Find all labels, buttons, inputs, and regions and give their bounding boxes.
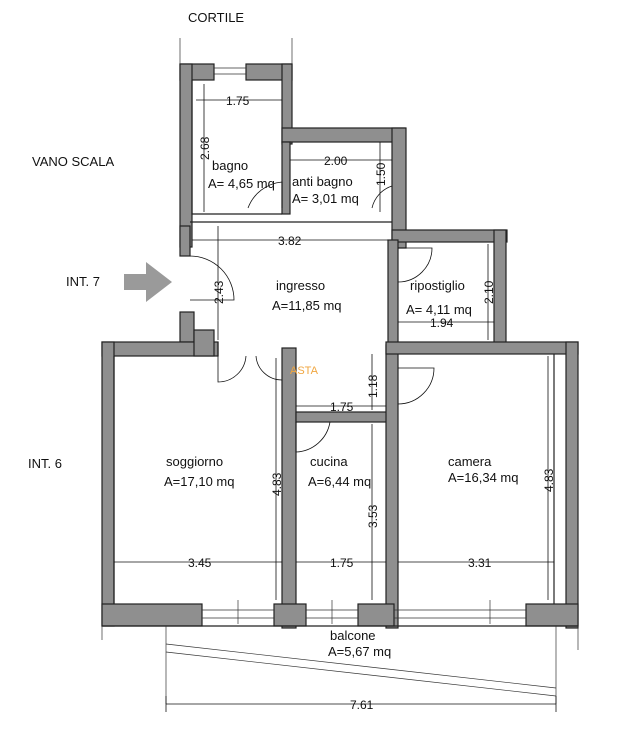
room-cucina-name: cucina — [310, 454, 348, 469]
room-balcone-name: balcone — [330, 628, 376, 643]
label-vano-scala: VANO SCALA — [32, 154, 114, 169]
room-antibagno-area: A= 3,01 mq — [292, 191, 359, 206]
dim-anti-h: 1.50 — [374, 162, 388, 186]
dim-sog-h: 4.83 — [270, 472, 284, 496]
wall-entry-top — [179, 225, 191, 257]
wall-entry-bottom — [179, 311, 195, 343]
dim-cam-h: 4.83 — [542, 468, 556, 492]
balcone-rail — [165, 643, 557, 689]
door-antibagno — [371, 185, 393, 209]
dim-total-w: 7.61 — [350, 698, 374, 712]
dim-corr-h: 1.18 — [366, 374, 380, 398]
room-cucina-area: A=6,44 mq — [308, 474, 371, 489]
room-soggiorno-area: A=17,10 mq — [164, 474, 234, 489]
door-cucina — [295, 421, 331, 453]
dim-cuc-w: 1.75 — [330, 556, 354, 570]
wall-bottom-right — [525, 603, 579, 627]
wall-entry-corner — [193, 329, 215, 357]
wall-sog-cuc-divider — [281, 347, 297, 629]
wall-cuc-cam-divider — [385, 344, 399, 629]
wall-antibagno-top — [281, 127, 406, 143]
room-soggiorno-name: soggiorno — [166, 454, 223, 469]
dim-sog-w: 3.45 — [188, 556, 212, 570]
dim-rip-h: 2.10 — [482, 280, 496, 304]
watermark-text: ASTA — [290, 365, 319, 377]
dim-bagno-w: 1.75 — [226, 94, 250, 108]
wall-bottom-left — [101, 603, 203, 627]
dim-cam-w: 3.31 — [468, 556, 492, 570]
room-ingresso-name: ingresso — [276, 278, 325, 293]
wall-soggiorno-left — [101, 341, 115, 627]
label-cortile: CORTILE — [188, 10, 244, 25]
wall-camera-right — [565, 341, 579, 629]
room-bagno-area: A= 4,65 mq — [208, 176, 275, 191]
room-balcone-area: A=5,67 mq — [328, 644, 391, 659]
wall-rip-top — [391, 229, 508, 243]
wall-bottom-mid1 — [273, 603, 307, 627]
door-entrance — [189, 255, 235, 301]
dim-cuc-h: 3.53 — [366, 504, 380, 528]
bagno-inner-outline — [191, 80, 282, 215]
dim-rip-w: 1.94 — [430, 316, 454, 330]
entrance-arrow-icon — [124, 262, 172, 302]
room-antibagno-name: anti bagno — [292, 174, 353, 189]
room-bagno-name: bagno — [212, 158, 248, 173]
wall-camera-top — [385, 341, 579, 355]
room-ripostiglio-area: A= 4,11 mq — [406, 302, 472, 317]
wall-bottom-mid2 — [357, 603, 395, 627]
wall-bagno-anti-divider — [281, 141, 291, 215]
door-soggiorno-right — [255, 355, 283, 381]
door-soggiorno-left — [217, 355, 247, 383]
label-int7: INT. 7 — [66, 274, 100, 289]
room-ripostiglio-name: ripostiglio — [410, 278, 465, 293]
wall-bagno-left — [179, 63, 193, 248]
room-ingresso-area: A=11,85 mq — [272, 298, 342, 313]
dim-ingresso-h: 2.43 — [212, 280, 226, 304]
label-int6: INT. 6 — [28, 456, 62, 471]
dim-ingresso-w: 3.82 — [278, 234, 302, 248]
door-bagno — [247, 181, 283, 209]
door-ripostiglio — [397, 247, 433, 283]
dim-anti-w: 2.00 — [324, 154, 348, 168]
dim-corr-w: 1.75 — [330, 400, 354, 414]
room-camera-name: camera — [448, 454, 492, 469]
wall-rip-left — [387, 239, 399, 353]
door-camera — [397, 367, 435, 405]
room-camera-area: A=16,34 mq — [448, 470, 518, 485]
dim-bagno-h: 2.68 — [198, 136, 212, 160]
